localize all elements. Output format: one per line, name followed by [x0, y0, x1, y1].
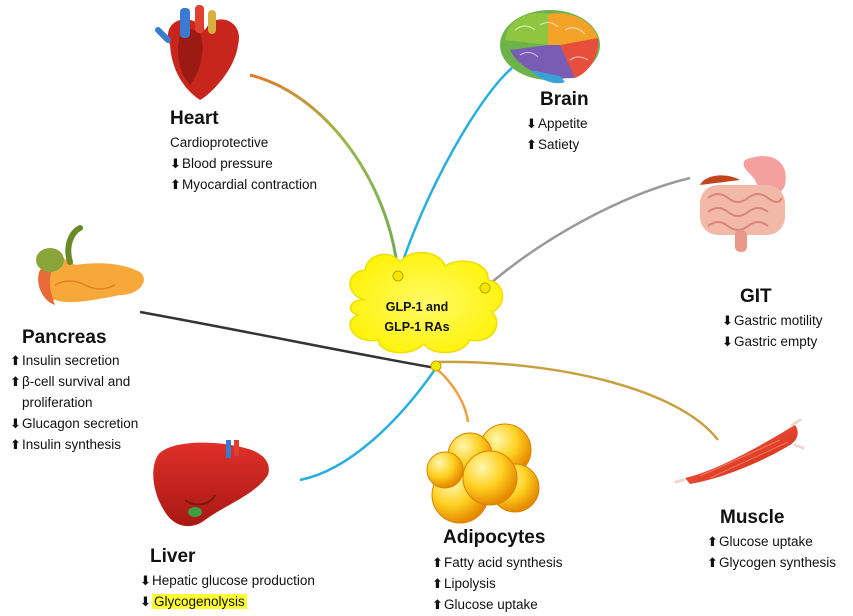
effect-item: ⬆Satiety: [526, 134, 588, 155]
effect-text: Glycogenolysis: [152, 594, 247, 609]
arrow-up-icon: ⬆: [707, 531, 719, 552]
adipocytes-title: Adipocytes: [443, 527, 545, 549]
arrow-up-icon: ⬆: [10, 350, 22, 371]
effect-item: ⬆Fatty acid synthesis: [432, 552, 563, 573]
effect-item: ⬆Glucose uptake: [707, 531, 836, 552]
arrow-down-icon: ⬇: [140, 570, 152, 591]
effect-item: ⬆Glycogen synthesis: [707, 552, 836, 573]
effect-text: Insulin synthesis: [22, 437, 121, 452]
arrow-up-icon: ⬆: [526, 134, 538, 155]
effect-text: Glucose uptake: [444, 597, 538, 612]
heart-icon: [158, 5, 239, 100]
arrow-up-icon: ⬆: [10, 434, 22, 455]
arrow-up-icon: ⬆: [707, 552, 719, 573]
arrow-down-icon: ⬇: [10, 413, 22, 434]
effect-text: Blood pressure: [182, 156, 273, 171]
adipocytes-effects: ⬆Fatty acid synthesis⬆Lipolysis⬆Glucose …: [432, 552, 563, 615]
connector-liver: [300, 368, 436, 480]
effect-text: Glycogen synthesis: [719, 555, 836, 570]
connector-node: [393, 271, 403, 281]
liver-effects: ⬇Hepatic glucose production⬇Glycogenolys…: [140, 570, 315, 612]
arrow-down-icon: ⬇: [526, 113, 538, 134]
connector-adipocytes: [436, 368, 468, 422]
effect-text: proliferation: [22, 395, 93, 410]
muscle-title: Muscle: [720, 507, 784, 529]
effect-item: ⬆Insulin secretion: [10, 350, 138, 371]
effect-text: Gastric empty: [734, 334, 817, 349]
arrow-up-icon: ⬆: [170, 174, 182, 195]
effect-item: ⬇Appetite: [526, 113, 588, 134]
effect-item: Cardioprotective: [170, 132, 317, 153]
brain-icon: [500, 10, 600, 83]
effect-text: Insulin secretion: [22, 353, 120, 368]
git-effects: ⬇Gastric motility⬇Gastric empty: [722, 310, 823, 352]
center-label: GLP-1 and GLP-1 RAs: [362, 297, 472, 337]
git-icon: [700, 156, 786, 252]
connector-git: [485, 178, 690, 288]
arrow-down-icon: ⬇: [170, 153, 182, 174]
effect-item: ⬇Blood pressure: [170, 153, 317, 174]
arrow-up-icon: ⬆: [432, 552, 444, 573]
effect-item: ⬇Glucagon secretion: [10, 413, 138, 434]
arrow-down-icon: ⬇: [722, 331, 734, 352]
effect-text: Glucagon secretion: [22, 416, 138, 431]
connector-muscle: [436, 362, 718, 440]
effect-text: Satiety: [538, 137, 579, 152]
effect-item: ⬇Gastric motility: [722, 310, 823, 331]
effect-item: ⬆β-cell survival and: [10, 371, 138, 392]
arrow-up-icon: ⬆: [10, 371, 22, 392]
effect-text: β-cell survival and: [22, 374, 130, 389]
effect-item: ⬆Myocardial contraction: [170, 174, 317, 195]
effect-item: ⬆Insulin synthesis: [10, 434, 138, 455]
effect-item: ⬇Gastric empty: [722, 331, 823, 352]
connector-node: [480, 283, 490, 293]
muscle-effects: ⬆Glucose uptake⬆Glycogen synthesis: [707, 531, 836, 573]
connector-brain: [398, 68, 512, 276]
brain-title: Brain: [540, 89, 589, 111]
effect-text: Myocardial contraction: [182, 177, 317, 192]
brain-effects: ⬇Appetite⬆Satiety: [526, 113, 588, 155]
heart-effects: Cardioprotective⬇Blood pressure⬆Myocardi…: [170, 132, 317, 195]
adipocytes-icon: [427, 424, 539, 523]
arrow-up-icon: ⬆: [432, 573, 444, 594]
effect-text: Cardioprotective: [170, 135, 268, 150]
arrow-down-icon: ⬇: [722, 310, 734, 331]
effect-item: proliferation: [10, 392, 138, 413]
effect-text: Appetite: [538, 116, 588, 131]
liver-title: Liver: [150, 546, 195, 568]
arrow-down-icon: ⬇: [140, 591, 152, 612]
effect-item: ⬆Glucose uptake: [432, 594, 563, 615]
git-title: GIT: [740, 286, 772, 308]
center-label-line2: GLP-1 RAs: [362, 317, 472, 337]
effect-text: Glucose uptake: [719, 534, 813, 549]
effect-text: Gastric motility: [734, 313, 823, 328]
effect-item: ⬇Glycogenolysis: [140, 591, 315, 612]
pancreas-icon: [36, 228, 144, 305]
pancreas-title: Pancreas: [22, 327, 107, 349]
liver-icon: [153, 440, 269, 526]
effect-item: ⬇Hepatic glucose production: [140, 570, 315, 591]
effect-text: Fatty acid synthesis: [444, 555, 563, 570]
arrow-up-icon: ⬆: [432, 594, 444, 615]
connector-node: [431, 361, 441, 371]
effect-text: Lipolysis: [444, 576, 496, 591]
heart-title: Heart: [170, 108, 219, 130]
center-label-line1: GLP-1 and: [362, 297, 472, 317]
muscle-icon: [676, 420, 803, 484]
effect-text: Hepatic glucose production: [152, 573, 315, 588]
effect-item: ⬆Lipolysis: [432, 573, 563, 594]
